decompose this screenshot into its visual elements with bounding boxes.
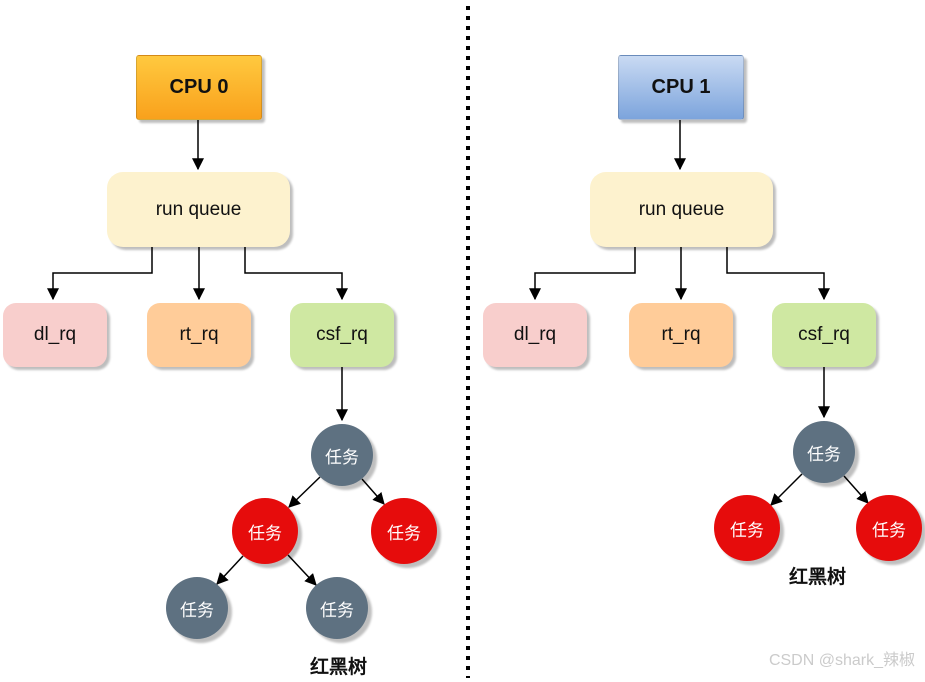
rb-tree-caption-left: 红黑树 — [310, 657, 368, 678]
run-queue-label-left: run queue — [155, 198, 242, 220]
arrow-runqueue0-to-dlrq — [47, 247, 153, 301]
task-node-left-red-2: 任务 — [371, 498, 437, 564]
edge-left-root-to-left-red — [288, 476, 321, 508]
task-node-label: 任务 — [730, 520, 764, 540]
task-node-label: 任务 — [387, 523, 421, 543]
rt-rq-box-left: rt_rq — [147, 303, 251, 367]
edge-right-root-to-right-red — [843, 475, 869, 504]
csf-rq-label-left: csf_rq — [316, 324, 368, 345]
task-node-left-gray-2: 任务 — [306, 577, 368, 639]
dl-rq-label-left: dl_rq — [33, 324, 77, 345]
arrow-runqueue1-to-csfrq — [726, 247, 830, 301]
panel-divider — [466, 6, 470, 678]
dl-rq-label-right: dl_rq — [513, 324, 557, 345]
task-node-label: 任务 — [180, 600, 214, 620]
dl-rq-box-left: dl_rq — [3, 303, 107, 367]
task-node-left-root: 任务 — [311, 424, 373, 486]
cpu1-label: CPU 1 — [651, 76, 711, 98]
rt-rq-label-left: rt_rq — [179, 324, 219, 345]
arrow-runqueue0-to-csfrq — [244, 247, 348, 301]
task-node-label: 任务 — [325, 447, 359, 467]
cpu0-box: CPU 0 — [136, 55, 262, 120]
edge-right-root-to-left-red — [770, 473, 803, 506]
rt-rq-label-right: rt_rq — [661, 324, 701, 345]
edge-left-red-to-right-gray — [287, 554, 317, 586]
cpu1-box: CPU 1 — [618, 55, 744, 120]
dl-rq-box-right: dl_rq — [483, 303, 587, 367]
task-node-label: 任务 — [320, 600, 354, 620]
task-node-label: 任务 — [248, 523, 282, 543]
task-node-label: 任务 — [807, 444, 841, 464]
cpu0-label: CPU 0 — [169, 76, 229, 98]
task-node-right-red-1: 任务 — [714, 495, 780, 561]
rt-rq-box-right: rt_rq — [629, 303, 733, 367]
task-node-right-red-2: 任务 — [856, 495, 922, 561]
run-queue-box-left: run queue — [107, 172, 290, 247]
csdn-watermark: CSDN @shark_辣椒 — [768, 652, 915, 669]
task-node-left-gray-1: 任务 — [166, 577, 228, 639]
run-queue-box-right: run queue — [590, 172, 773, 247]
csf-rq-box-left: csf_rq — [290, 303, 394, 367]
edge-left-root-to-right-red — [361, 478, 385, 505]
csf-rq-label-right: csf_rq — [798, 324, 850, 345]
arrow-runqueue1-to-dlrq — [529, 247, 636, 301]
rb-tree-caption-right: 红黑树 — [789, 567, 847, 588]
task-node-label: 任务 — [872, 520, 906, 540]
task-node-right-root: 任务 — [793, 421, 855, 483]
csf-rq-box-right: csf_rq — [772, 303, 876, 367]
task-node-left-red-1: 任务 — [232, 498, 298, 564]
edge-left-red-to-left-gray — [216, 555, 244, 585]
run-queue-label-right: run queue — [638, 198, 725, 220]
